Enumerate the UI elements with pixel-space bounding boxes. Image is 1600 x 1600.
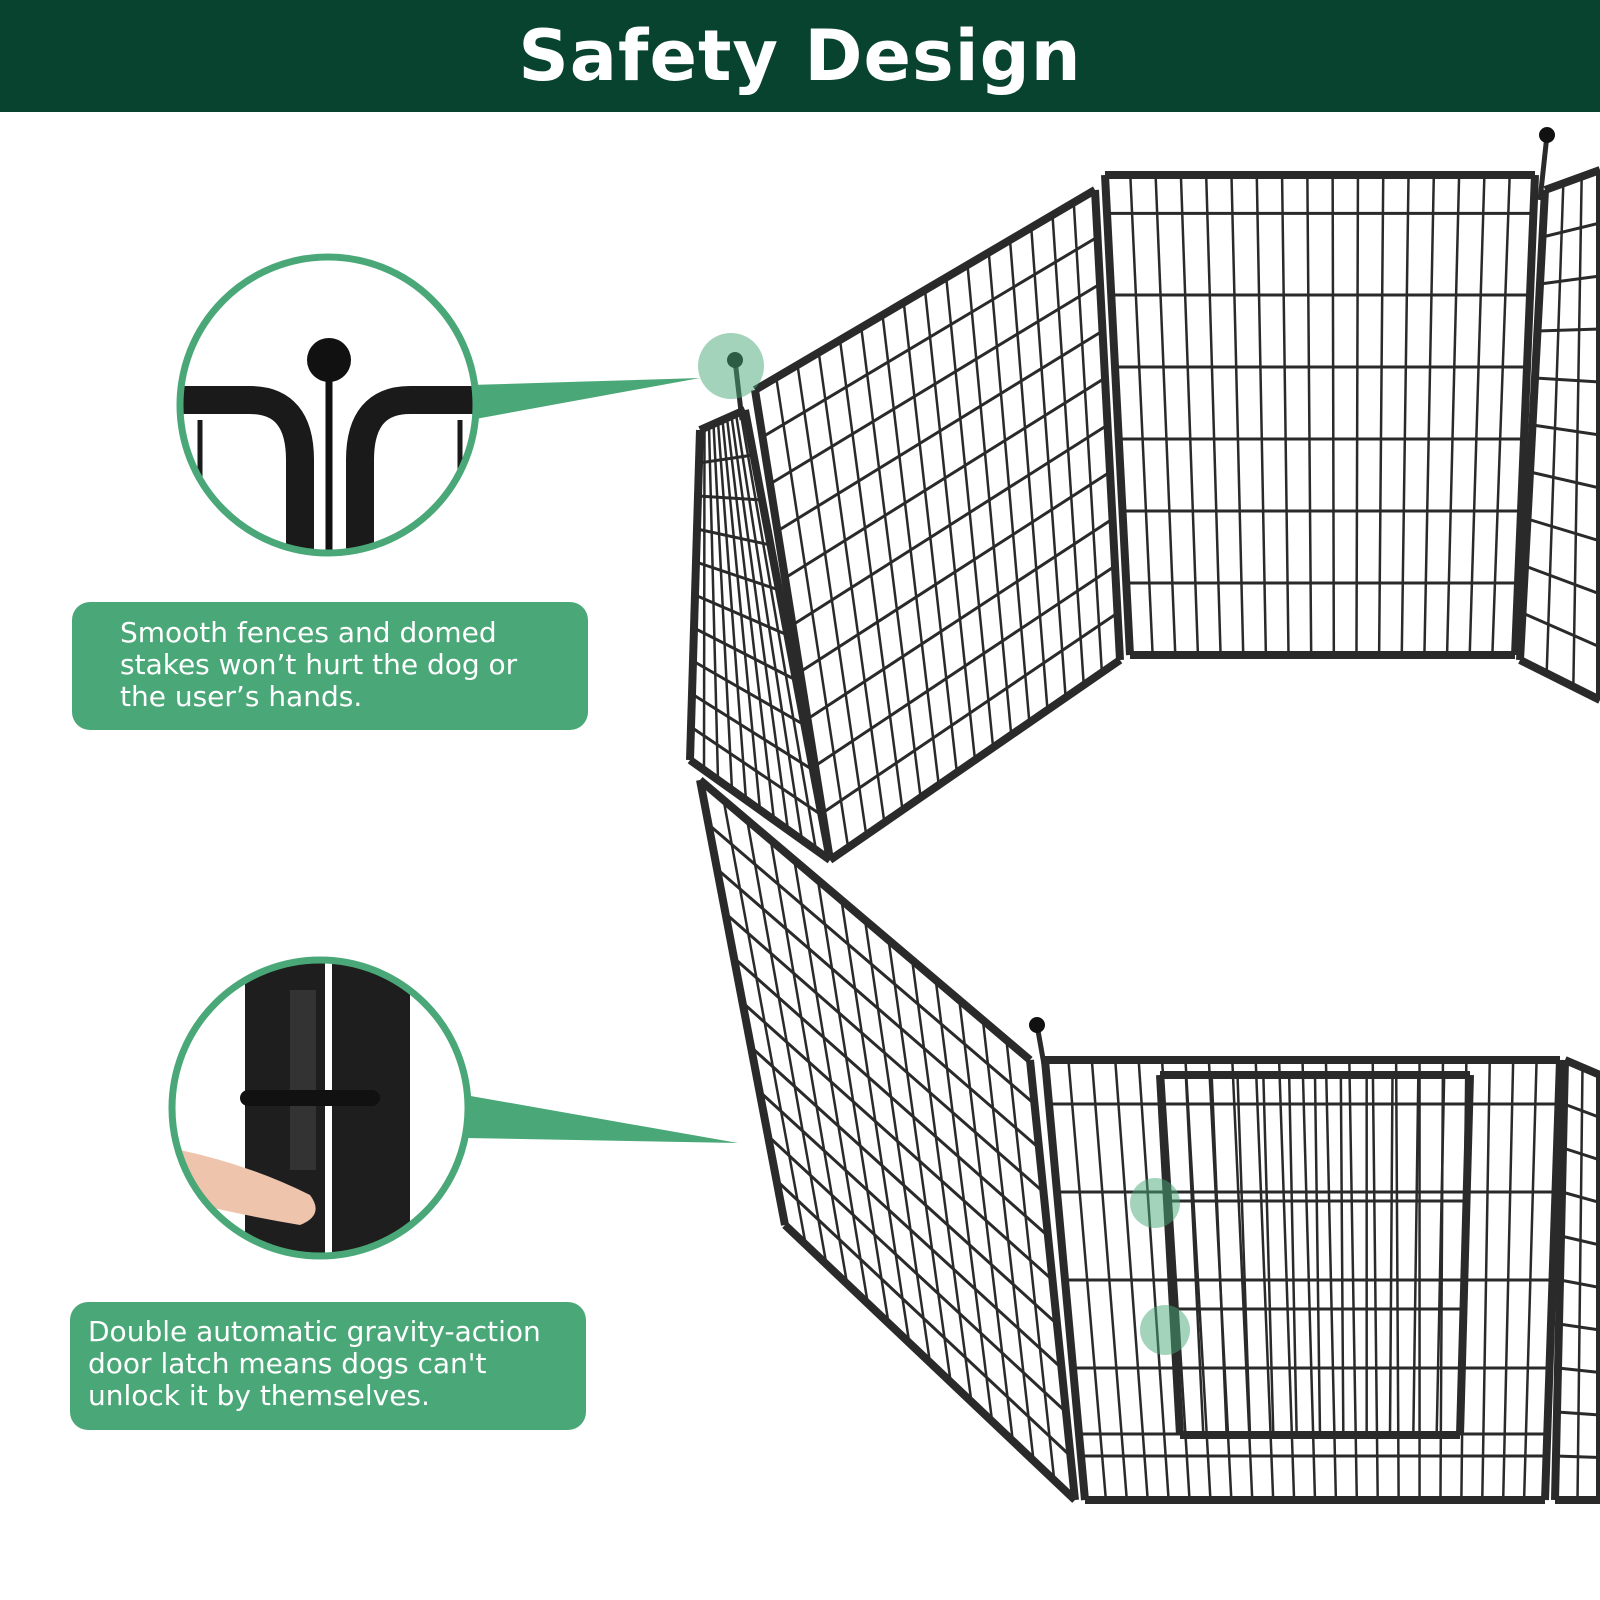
fence-panel <box>1516 166 1600 704</box>
callout-text: Double automatic gravity-action door lat… <box>88 1315 541 1412</box>
fence-panel <box>751 186 1124 864</box>
fence-panel <box>1041 1056 1564 1504</box>
highlight-latch-1 <box>1130 1178 1180 1228</box>
page-title: Safety Design <box>518 15 1082 97</box>
domed-stake-icon <box>1029 1017 1045 1033</box>
highlight-latch-2 <box>1140 1305 1190 1355</box>
domed-stake-icon <box>1539 127 1555 143</box>
callout-text: Smooth fences and domed stakes won’t hur… <box>120 616 518 713</box>
domed-stake-closeup <box>176 253 480 557</box>
fence-panel <box>696 776 1079 1503</box>
fence-panel <box>686 406 834 864</box>
callout-pointer-bottom <box>465 1095 738 1143</box>
highlight-stake <box>698 333 764 399</box>
fence-panel <box>1101 171 1539 659</box>
fence-panel <box>1156 1071 1474 1439</box>
door-latch-closeup <box>168 956 472 1260</box>
header-banner: Safety Design <box>0 0 1600 112</box>
callout-card-smooth-fences: Smooth fences and domed stakes won’t hur… <box>72 602 588 730</box>
dog-playpen-fence <box>686 127 1600 1504</box>
callout-card-door-latch: Double automatic gravity-action door lat… <box>70 1302 586 1430</box>
fence-panel <box>1551 1056 1600 1504</box>
callout-pointer-top <box>470 378 700 420</box>
